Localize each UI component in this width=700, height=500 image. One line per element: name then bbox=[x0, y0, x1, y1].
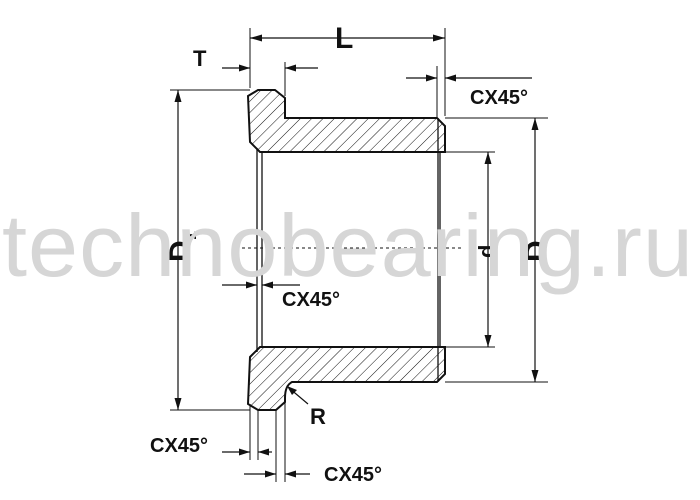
t-arrow-right bbox=[285, 64, 296, 72]
d1-arrow-bottom bbox=[174, 398, 182, 410]
l-label: L bbox=[335, 22, 353, 55]
t-arrow-left bbox=[239, 64, 250, 72]
cx-flange-label: CX45° bbox=[150, 435, 208, 457]
cx-bottom-arrow-left bbox=[265, 470, 276, 478]
bigd-label: D bbox=[520, 240, 553, 262]
d1-arrow-top bbox=[174, 90, 182, 102]
svg-text:1: 1 bbox=[183, 231, 200, 240]
top-wall-section bbox=[246, 89, 446, 153]
d-arrow-bottom bbox=[484, 335, 492, 347]
bigd-arrow-bottom bbox=[531, 370, 539, 382]
bigd-arrow-top bbox=[531, 118, 539, 130]
cx-inner-arrow-left bbox=[246, 281, 257, 289]
d-label: d bbox=[474, 245, 499, 258]
l-arrow-left bbox=[250, 34, 262, 42]
cx-top-arrow-right bbox=[445, 74, 456, 82]
r-arrow bbox=[287, 386, 297, 395]
cx-top-arrow-left bbox=[426, 74, 437, 82]
cx-flange-arrow-right bbox=[258, 448, 269, 456]
bottom-wall-section bbox=[246, 346, 446, 411]
cx-bottom-arrow-right bbox=[285, 470, 296, 478]
l-arrow-right bbox=[433, 34, 445, 42]
d-arrow-top bbox=[484, 152, 492, 164]
cx-inner-label: CX45° bbox=[282, 289, 340, 311]
cx-top-label: CX45° bbox=[470, 87, 528, 109]
cx-bottom-label: CX45° bbox=[324, 464, 382, 486]
d1-label: D 1 bbox=[164, 231, 200, 262]
r-label: R bbox=[310, 404, 326, 429]
cx-flange-arrow-left bbox=[239, 448, 250, 456]
cx-inner-arrow-right bbox=[262, 281, 273, 289]
svg-text:D: D bbox=[164, 240, 197, 262]
watermark: technobearing.ru bbox=[2, 196, 694, 295]
t-label: T bbox=[193, 46, 207, 71]
